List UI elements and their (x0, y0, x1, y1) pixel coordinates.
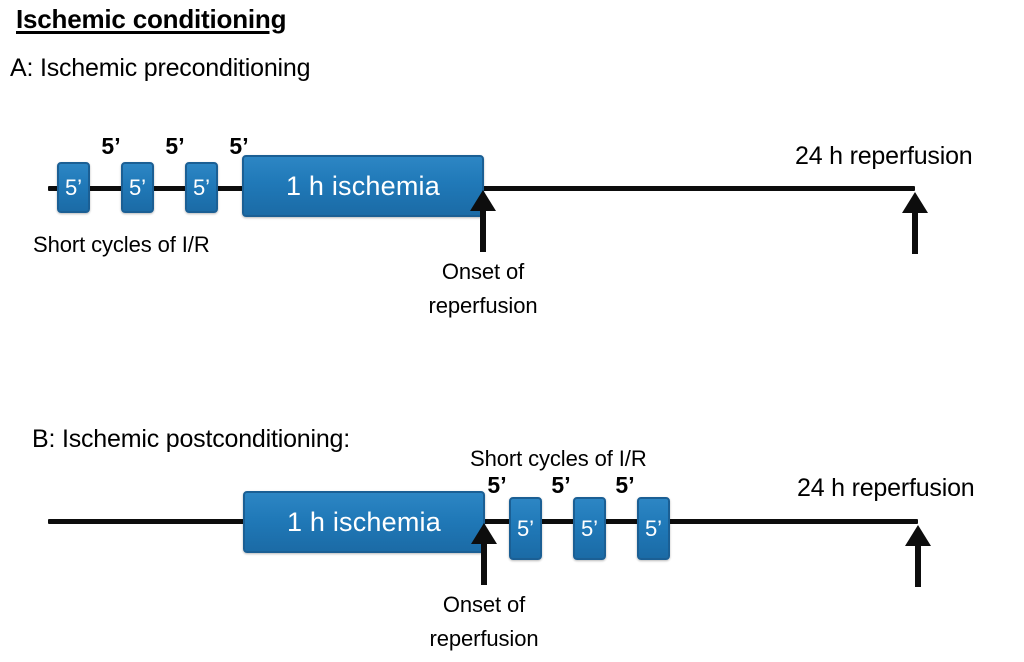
panel-a-gap-label-2: 5’ (165, 133, 185, 159)
panel-b-gap-label-1: 5’ (487, 472, 507, 498)
panel-b-cycle-box-1[interactable]: 5’ (509, 497, 542, 560)
panel-a-reperfusion-label: 24 h reperfusion (795, 142, 973, 170)
panel-b-reperfusion-arrow-icon (905, 525, 931, 587)
panel-b-cycle-box-3[interactable]: 5’ (637, 497, 670, 560)
panel-b-gap-label-2: 5’ (551, 472, 571, 498)
panel-b-onset-label-line1: Onset of (442, 592, 526, 617)
panel-a-title: A: Ischemic preconditioning (10, 54, 311, 82)
panel-b-onset-arrow-icon (471, 523, 497, 585)
panel-b-onset-label-line2: reperfusion (429, 626, 539, 651)
panel-b-cycles-caption: Short cycles of I/R (470, 446, 647, 471)
panel-b-title: B: Ischemic postconditioning: (32, 425, 350, 453)
panel-b-cycle-box-2[interactable]: 5’ (573, 497, 606, 560)
panel-b-ischemia-box[interactable]: 1 h ischemia (243, 491, 485, 553)
panel-a-ischemia-box[interactable]: 1 h ischemia (242, 155, 484, 217)
panel-a-gap-label-3: 5’ (229, 133, 249, 159)
panel-b-reperfusion-label: 24 h reperfusion (797, 474, 975, 502)
panel-a-onset-label-line2: reperfusion (428, 293, 538, 318)
panel-a-cycle-box-2[interactable]: 5’ (121, 162, 154, 213)
panel-a-cycle-box-1[interactable]: 5’ (57, 162, 90, 213)
panel-a-cycles-caption: Short cycles of I/R (33, 232, 210, 257)
panel-b-gap-label-3: 5’ (615, 472, 635, 498)
panel-a-onset-label-line1: Onset of (441, 259, 525, 284)
panel-a-cycle-box-3[interactable]: 5’ (185, 162, 218, 213)
document-title: Ischemic conditioning (16, 4, 287, 34)
panel-a-gap-label-1: 5’ (101, 133, 121, 159)
panel-a-onset-arrow-icon (470, 190, 496, 252)
panel-a-reperfusion-arrow-icon (902, 192, 928, 254)
